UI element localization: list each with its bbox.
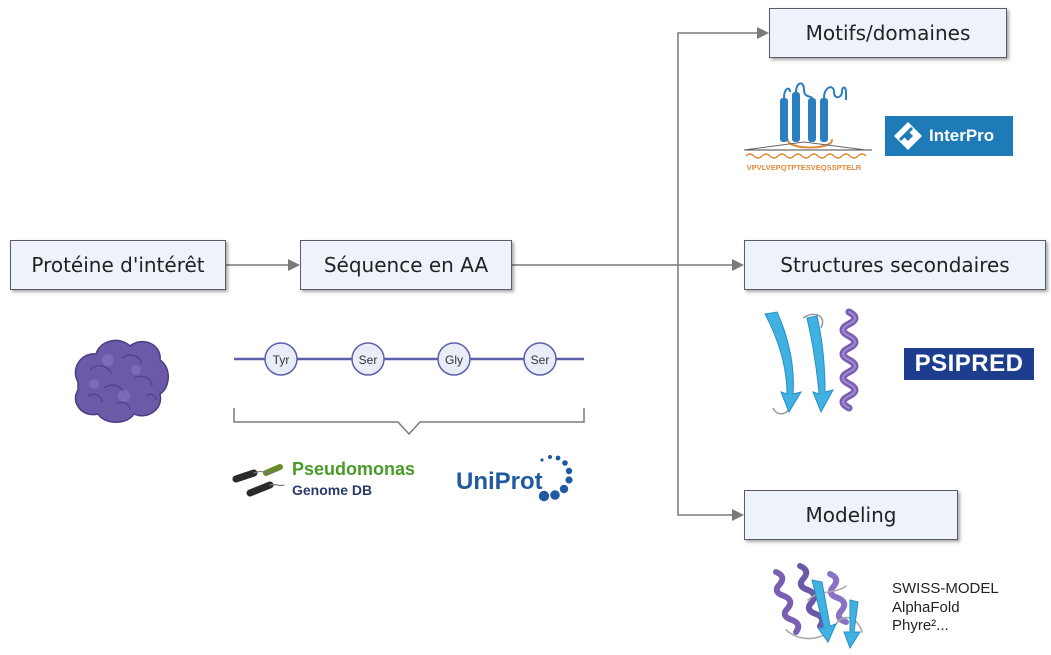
protein-box-label: Protéine d'intérêt [31,253,205,277]
modeling-tools-list: SWISS-MODEL AlphaFold Phyre²... [892,580,999,636]
motifs-box-label: Motifs/domaines [805,21,971,45]
interpro-logo: InterPro [885,116,1013,156]
pseudomonas-subtitle: Genome DB [292,482,373,498]
sequence-box: Séquence en AA [300,240,512,290]
branch-to-motifs [677,32,759,265]
modeling-tool-alphafold: AlphaFold [892,598,960,616]
protein-domain-icon: VPVLVEPQTPTESVEQSSPTELR [743,82,872,172]
pseudomonas-logo: Pseudomonas Genome DB [230,455,430,505]
protein-box: Protéine d'intérêt [10,240,226,290]
secondary-structures-box-label: Structures secondaires [780,253,1010,277]
modeling-box-label: Modeling [805,503,897,527]
branch-to-modeling [677,265,734,516]
amino-acid-chain: Tyr Ser Gly Ser [234,342,584,376]
uniprot-wordmark: UniProt [456,468,543,495]
residue-ser-1-label: Ser [359,353,378,367]
residue-ser-2 [523,342,557,376]
modeling-tool-phyre: Phyre²... [892,617,949,634]
psipred-wordmark: PSIPRED [914,350,1024,377]
residue-ser-2-label: Ser [531,353,550,367]
motifs-box: Motifs/domaines [769,8,1007,58]
residue-ser-1 [351,342,385,376]
bacteria-icon [232,464,285,497]
uniprot-logo: UniProt [452,450,587,510]
sequence-box-label: Séquence en AA [323,253,489,277]
interpro-wordmark: InterPro [929,126,995,145]
secondary-structure-icon [764,308,859,415]
pseudomonas-title: Pseudomonas [292,459,416,479]
modeling-tool-swiss-model: SWISS-MODEL [892,580,999,597]
secondary-structures-box: Structures secondaires [744,240,1046,290]
psipred-logo: PSIPRED [904,348,1034,380]
motif-sequence-text: VPVLVEPQTPTESVEQSSPTELR [747,163,862,172]
protein-blob-icon [74,339,169,423]
protein-model-icon [773,563,863,650]
residue-gly [437,342,471,376]
modeling-box: Modeling [744,490,958,540]
uniprot-dots-icon [538,455,573,502]
sequence-bracket [233,408,585,436]
interpro-diamond-icon [894,122,922,150]
residue-tyr-label: Tyr [273,353,290,367]
residue-tyr [264,342,298,376]
residue-gly-label: Gly [445,353,463,367]
